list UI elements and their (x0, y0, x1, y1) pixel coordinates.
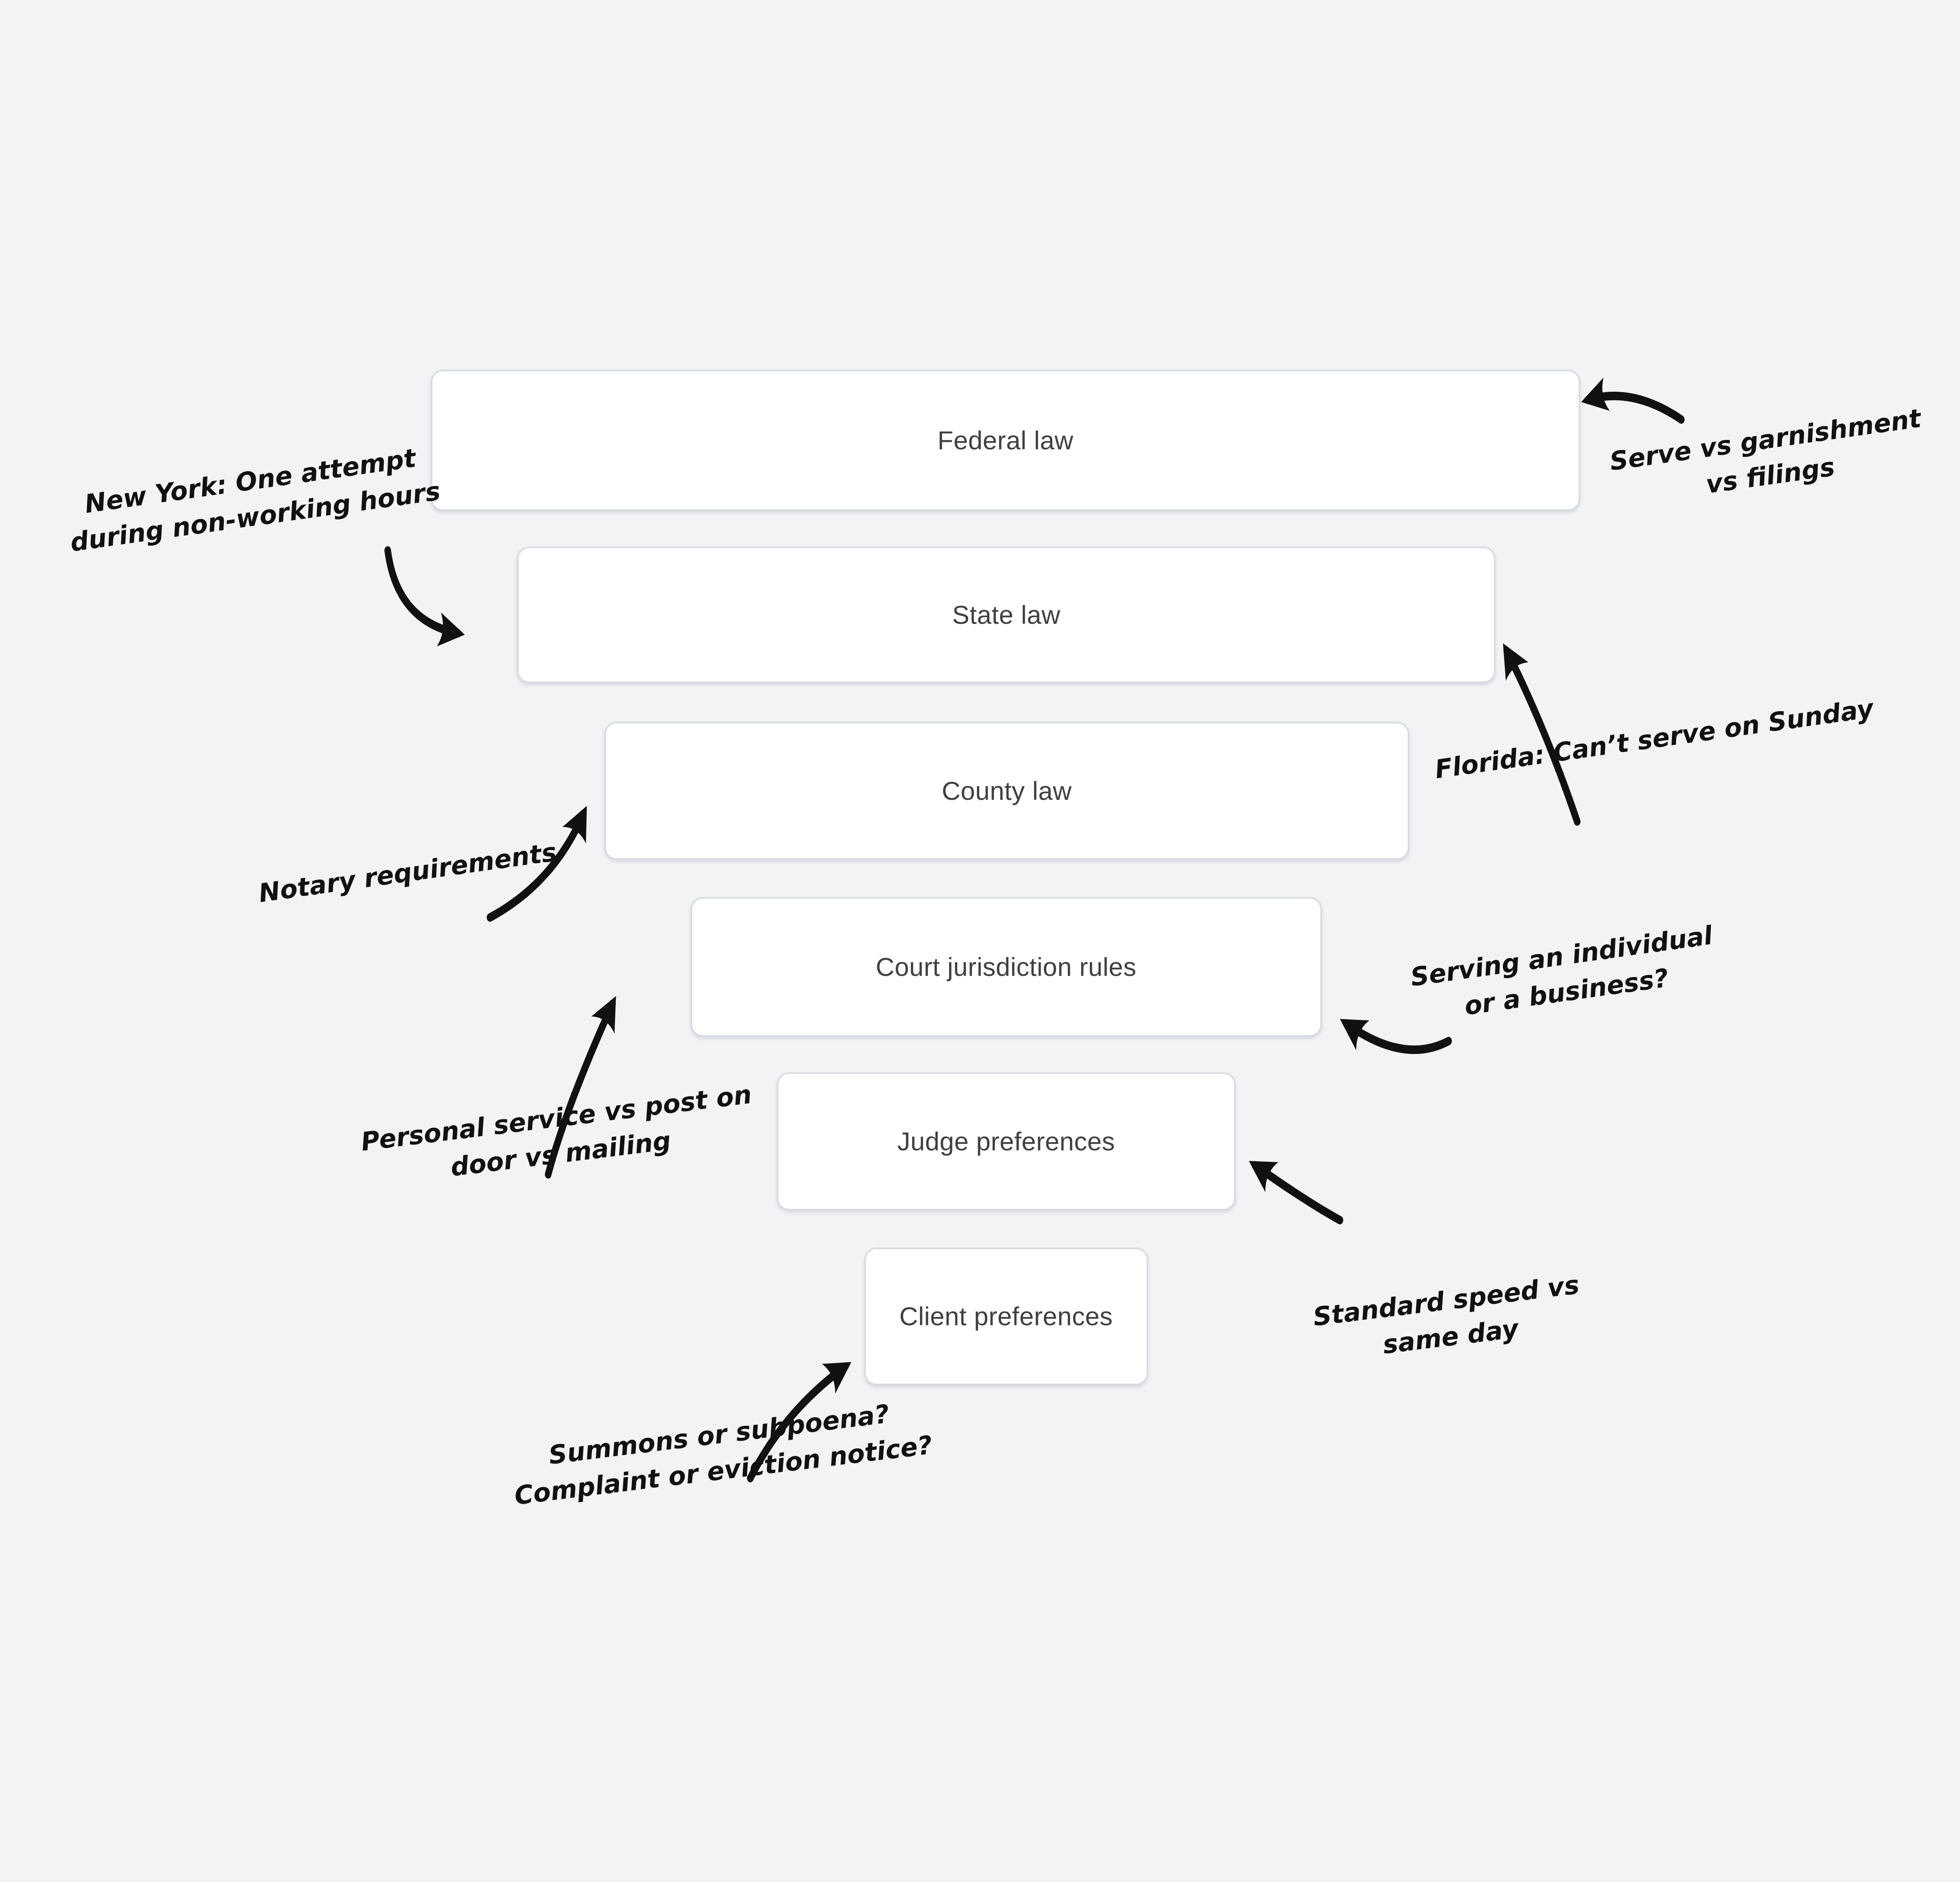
funnel-box-federal-law[interactable]: Federal law (431, 370, 1580, 511)
funnel-box-judge-preferences[interactable]: Judge preferences (777, 1072, 1236, 1210)
funnel-box-state-law[interactable]: State law (517, 546, 1495, 683)
arrow-notary[interactable] (486, 806, 587, 922)
funnel-box-label: Court jurisdiction rules (876, 952, 1136, 982)
funnel-box-label: Judge preferences (897, 1126, 1115, 1156)
funnel-box-label: Client preferences (899, 1302, 1113, 1331)
funnel-box-county-law[interactable]: County law (604, 721, 1409, 860)
funnel-box-label: County law (942, 776, 1072, 805)
arrow-summons[interactable] (747, 1362, 851, 1482)
arrow-florida[interactable] (1503, 643, 1581, 826)
arrow-serving-individual[interactable] (1340, 1019, 1452, 1054)
arrow-serve-vs[interactable] (1581, 377, 1685, 424)
arrow-personal-service[interactable] (545, 996, 616, 1179)
funnel-box-label: State law (952, 600, 1060, 629)
funnel-box-client-preferences[interactable]: Client preferences (864, 1247, 1148, 1385)
funnel-box-label: Federal law (937, 426, 1074, 455)
funnel-box-court-jurisdiction-rules[interactable]: Court jurisdiction rules (690, 897, 1322, 1037)
arrow-standard-speed[interactable] (1249, 1161, 1343, 1224)
arrow-new-york[interactable] (384, 546, 465, 647)
